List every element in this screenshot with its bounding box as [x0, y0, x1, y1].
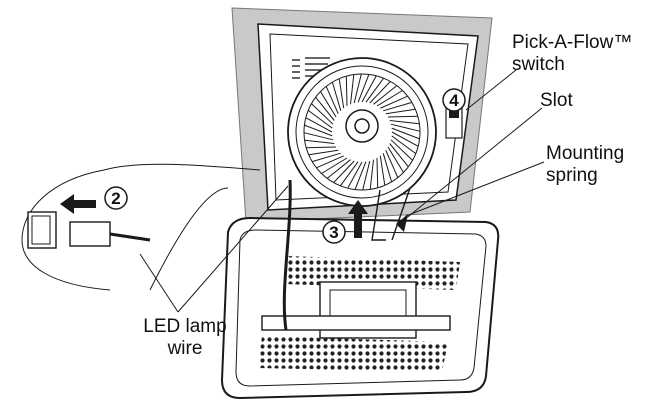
blower-blade [369, 159, 374, 190]
blower-blade [321, 157, 348, 174]
step-2-badge: 2 [104, 186, 128, 210]
blower-blade [311, 152, 341, 163]
housing-inner-frame [269, 33, 469, 201]
blower-blade [325, 86, 339, 114]
blower-blade [379, 155, 386, 186]
blower-blade [387, 115, 418, 118]
connector-female [69, 221, 111, 247]
blower-blade [304, 124, 333, 137]
blower-blade [380, 95, 408, 109]
blower-blade [385, 108, 416, 115]
grille-vents-bottom [258, 336, 448, 372]
blower-blade [353, 73, 362, 104]
blower-blade [373, 85, 398, 105]
blower-blade [308, 149, 339, 156]
slot-arrow [396, 214, 408, 232]
blower-blade [391, 127, 420, 140]
blower-blade [305, 117, 333, 133]
blower-blade [311, 103, 334, 125]
blower-blade [361, 75, 377, 103]
blower-blade [362, 160, 371, 191]
blower-blade [376, 157, 379, 188]
mounting-springs [371, 187, 411, 241]
mounting-spring-label: Mounting spring [546, 143, 624, 187]
blower-blade [339, 161, 359, 187]
blower-blade [320, 91, 337, 118]
blower-blade [347, 161, 363, 189]
blower-blade [326, 159, 351, 179]
blower-blade [338, 78, 345, 109]
slot-label-text: Slot [540, 90, 573, 111]
led-lamp-wire-line2: wire [167, 338, 203, 359]
step-3-arrow [348, 200, 368, 238]
blower-blade [306, 146, 337, 149]
connector-male [27, 211, 57, 249]
pick-a-flow-label: Pick-A-Flow™ switch [512, 32, 632, 76]
blower-blade [391, 135, 417, 155]
blower-blade [333, 160, 355, 183]
svg-text:2: 2 [111, 189, 120, 208]
led-lamp-wire [282, 179, 292, 331]
svg-text:3: 3 [329, 223, 338, 242]
pick-a-flow-label-line1: Pick-A-Flow™ [512, 32, 633, 53]
blower-wheel [287, 57, 437, 207]
step-2-arrow [60, 194, 96, 214]
blower-blade [365, 77, 385, 103]
blower-blade [316, 155, 344, 169]
blower-blade [315, 96, 335, 121]
switch-knob [449, 110, 459, 118]
led-lamp-wire-line1: LED lamp [143, 316, 227, 337]
blower-blade [385, 150, 399, 178]
slot-label: Slot [540, 90, 573, 112]
leader-lines [139, 69, 545, 313]
blower-blade [376, 90, 403, 107]
blower-blade [350, 74, 355, 105]
blower-blade [345, 76, 348, 107]
blower-blade [390, 139, 413, 161]
blower-blade [390, 123, 421, 132]
blower-blade [357, 74, 370, 103]
blower-blade [354, 161, 367, 190]
step-3-badge: 3 [322, 220, 346, 244]
grille-panel [220, 216, 500, 400]
blower-blade [389, 120, 420, 125]
mounting-spring-line2: spring [546, 165, 598, 186]
blower-blade [369, 81, 391, 104]
blower-blade [307, 109, 333, 129]
blower-blade [331, 81, 342, 111]
blower-blade [303, 132, 334, 141]
blower-blade [387, 146, 404, 173]
lamp-bracket [261, 315, 451, 331]
blower-blade [304, 139, 335, 144]
mounting-spring-line1: Mounting [546, 143, 625, 164]
connector-detail-view [21, 163, 261, 291]
blower-blade [389, 143, 409, 168]
blower-blade [382, 153, 393, 183]
svg-text:4: 4 [449, 91, 459, 110]
blower-blade [391, 131, 419, 147]
pick-a-flow-label-line2: switch [512, 54, 565, 75]
led-lamp-wire-label: LED lamp wire [130, 316, 240, 360]
blower-blade [383, 101, 413, 112]
step-4-badge: 4 [442, 88, 466, 112]
